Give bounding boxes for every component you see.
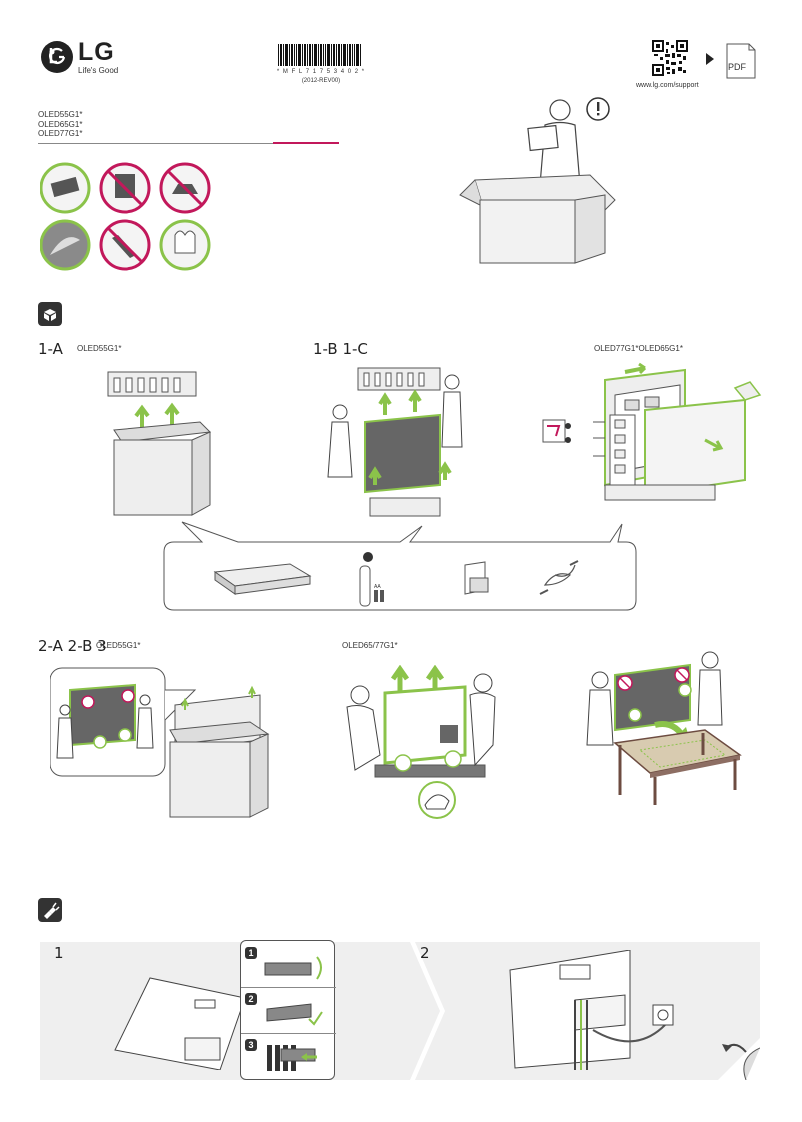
barcode-text: * M F L 7 1 7 5 3 4 0 2 * <box>276 69 366 75</box>
handling-guidelines <box>40 160 220 275</box>
model-list: OLED55G1* OLED65G1* OLED77G1* <box>38 110 82 139</box>
open-box-icon <box>38 302 62 326</box>
qr-icon <box>652 40 688 76</box>
divider <box>241 1033 336 1034</box>
step-1a-illustration <box>100 360 220 520</box>
model-item: OLED65G1* <box>38 119 83 129</box>
step-2ab-illustration <box>50 660 280 820</box>
step-2ab-label: 2-A 2-B 3 <box>38 637 107 655</box>
step-2ab-model: OLED55G1* <box>96 641 141 650</box>
step-2c-illustration <box>335 665 505 825</box>
step-2c-model: OLED65/77G1* <box>342 641 398 650</box>
sub-step-3-badge: 3 <box>245 1039 257 1051</box>
plug-icon <box>38 898 62 922</box>
barcode-icon <box>278 44 361 66</box>
barcode-revision: (2012-REV00) <box>301 78 341 84</box>
step-3-2-label: 2 <box>420 944 430 962</box>
qr-code[interactable] <box>652 40 688 76</box>
brand-tagline: Life's Good <box>78 66 119 75</box>
cable-holder-steps: 1 2 3 <box>240 940 336 1080</box>
divider-accent <box>273 142 339 144</box>
sub-step-2-badge: 2 <box>245 993 257 1005</box>
pdf-label: PDF <box>728 62 746 72</box>
step-1a-model: OLED55G1* <box>77 344 122 353</box>
step-1c-illustration <box>535 360 765 515</box>
step-1bc-label: 1-B 1-C <box>313 340 368 358</box>
unboxing-illustration <box>455 95 620 265</box>
model-item: OLED77G1* <box>38 129 83 138</box>
lg-logo <box>40 40 74 74</box>
divider <box>241 987 336 988</box>
page-turn-icon[interactable] <box>718 1038 760 1080</box>
sub-step-1-badge: 1 <box>245 947 257 959</box>
divider-gray <box>38 143 273 144</box>
barcode <box>278 44 362 68</box>
svg-text:AA: AA <box>374 584 381 590</box>
step-1bc-model: OLED77G1*OLED65G1* <box>594 344 683 353</box>
step-3-1-label: 1 <box>54 944 64 962</box>
accessories-callout: AA <box>160 520 640 612</box>
step-1a-label: 1-A <box>38 340 63 358</box>
pdf-icon[interactable] <box>725 42 757 80</box>
support-url[interactable]: www.lg.com/support <box>636 82 699 89</box>
tv-cable-illustration <box>505 950 705 1075</box>
tv-back-illustration <box>110 970 250 1070</box>
step-1b-illustration <box>320 360 470 525</box>
lg-logo-mark-icon <box>41 41 73 73</box>
brand-name: LG <box>78 38 115 66</box>
step-3-illustration <box>580 645 745 810</box>
arrow-right-icon <box>706 53 714 65</box>
model-item: OLED55G1* <box>38 110 83 119</box>
